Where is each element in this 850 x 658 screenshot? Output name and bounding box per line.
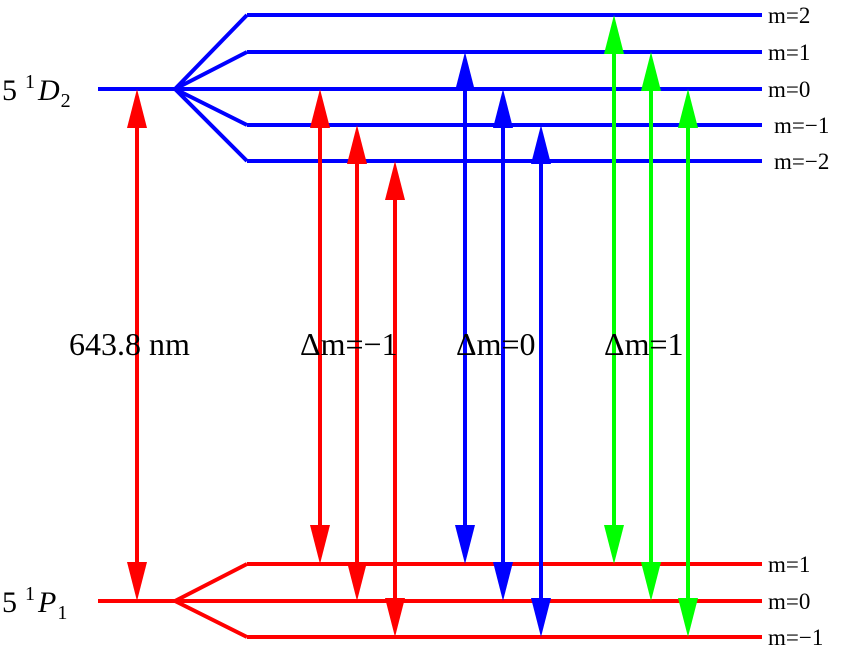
lower-fan-lines	[174, 562, 248, 639]
upper-sublevel-label: m=2	[768, 3, 810, 28]
upper-fan-lines	[173, 13, 249, 163]
upper-sublevel-label: m=−2	[774, 149, 829, 174]
transition-arrow	[310, 89, 330, 564]
lower-sublevel-label: m=0	[768, 589, 810, 614]
lower-sublevels	[98, 562, 762, 639]
transition-arrow	[493, 89, 513, 601]
upper-sublevel-label: m=0	[768, 77, 810, 102]
delta-m-label: Δm=0	[456, 326, 536, 362]
transition-arrow	[385, 161, 405, 637]
main-transition-arrow	[127, 89, 147, 601]
delta-m-label: Δm=1	[604, 326, 684, 362]
transition-arrow	[641, 52, 661, 601]
transition-arrow	[347, 125, 367, 601]
lower-sublevel-label: m=1	[768, 552, 810, 577]
upper-sublevel-label: m=−1	[774, 113, 829, 138]
upper-sublevel-label: m=1	[768, 40, 810, 65]
transition-arrow	[604, 15, 624, 564]
delta-m-label: Δm=−1	[300, 326, 398, 362]
transition-arrow	[678, 89, 698, 637]
transition-arrow	[531, 125, 551, 637]
transition-arrow	[455, 52, 475, 564]
lower-sublevel-label: m=−1	[768, 625, 823, 650]
wavelength-label: 643.8 nm	[69, 326, 190, 362]
upper-sublevels	[98, 13, 762, 163]
